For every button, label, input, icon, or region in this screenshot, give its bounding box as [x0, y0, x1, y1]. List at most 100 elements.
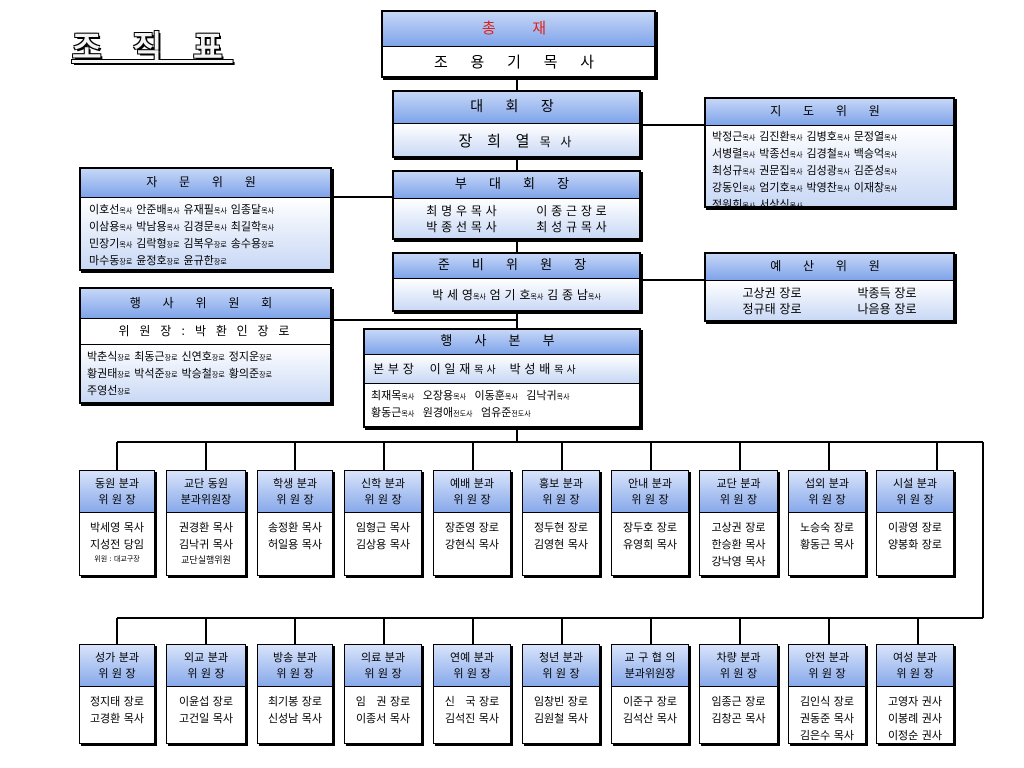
advisory-member: 이삼용 [89, 220, 120, 233]
event-committee-member-title: 장로 [117, 371, 131, 379]
event-hq-staff-title: 목사 [556, 393, 570, 401]
event-hq-staff-title: 목사 [504, 393, 518, 401]
advisory-member: 김경문 [183, 220, 214, 233]
subcommittee-role: 위 원 장 [808, 667, 846, 680]
event-committee-label: 행 사 위 원 회 [81, 289, 330, 319]
prep-committee-body: 박 세 영목사 엄 기 호목사 김 종 남목사 [394, 279, 639, 310]
vice-chairman-label: 부 대 회 장 [394, 172, 639, 199]
subcommittee-member: 양봉화 장로 [887, 538, 943, 551]
budget-member: 고상권 장로 [742, 286, 802, 300]
guidance-member-title: 목사 [884, 185, 898, 193]
event-committee-member: 황의준 [228, 367, 260, 380]
subcommittee-member: 임종근 장로 [711, 695, 766, 708]
event-hq-staff-title: 목사 [401, 393, 415, 401]
subcommittee-member: 권동준 목사 [799, 712, 855, 725]
advisory-member-title: 목사 [166, 207, 180, 215]
event-committee-member: 박석준 [134, 367, 165, 380]
advisory-member: 윤정호 [136, 254, 167, 267]
guidance-member: 박정근 [712, 130, 743, 143]
subcommittee-role: 위 원 장 [542, 493, 580, 506]
advisory-member: 송수용 [230, 237, 262, 250]
event-hq-staff-name: 오장용 [422, 389, 454, 402]
subcommittee-title: 방송 분과 [273, 651, 317, 664]
subcommittee-member: 송정환 목사 [267, 521, 323, 534]
advisory-member-title: 목사 [213, 207, 227, 215]
advisory-member-title: 장로 [166, 241, 180, 249]
subcommittee-member: 이종서 목사 [355, 712, 411, 725]
subcommittee-member: 정두현 장로 [533, 521, 589, 534]
chairman-box: 대 회 장 장 희 열 목 사 [392, 90, 641, 158]
president-label: 총 재 [383, 12, 654, 47]
subcommittee-title: 교 구 협 의 [624, 651, 676, 664]
prep-committee-box: 준 비 위 원 장 박 세 영목사 엄 기 호목사 김 종 남목사 [392, 252, 641, 312]
guidance-member-title: 목사 [884, 134, 898, 142]
subcommittee-title: 안전 분과 [805, 651, 849, 664]
subcommittee-title: 예배 분과 [450, 477, 494, 490]
subcommittee-role: 위 원 장 [808, 493, 846, 506]
subcommittee-title: 교단 분과 [716, 477, 761, 490]
vice-chairman-member: 이 종 근 장 로 [536, 204, 607, 218]
guidance-member: 정원희 [712, 198, 743, 208]
event-hq-head-label: 본 부 장 [373, 362, 414, 376]
subcommittee-member: 강낙영 목사 [711, 555, 766, 568]
guidance-member: 이재창 [853, 181, 885, 194]
chairman-name: 장 희 열 [458, 132, 535, 150]
event-hq-staff-name: 원경애 [422, 406, 454, 419]
subcommittee-role: 분과위원장 [624, 667, 676, 680]
subcommittee-role: 위 원 장 [719, 493, 758, 506]
subcommittee-title: 교단 동원 [184, 477, 228, 490]
guidance-member: 김진환 [759, 130, 790, 143]
subcommittee-member: 유영희 목사 [622, 538, 678, 551]
guidance-member-title: 목사 [742, 185, 756, 193]
advisory-member: 김락형 [136, 237, 167, 250]
advisory-member: 최길학 [230, 220, 262, 233]
subcommittee-role: 위 원 장 [364, 493, 402, 506]
subcommittee-member: 김영현 목사 [533, 538, 589, 551]
subcommittee-member: 최기봉 장로 [267, 695, 323, 708]
advisory-member: 이호선 [89, 203, 120, 216]
subcommittee-member: 이준구 장로 [622, 695, 678, 708]
advisory-member-title: 장로 [261, 241, 275, 249]
budget-committee-label: 예 산 위 원 [706, 254, 953, 281]
subcommittee-role: 위 원 장 [276, 493, 314, 506]
budget-member: 정규태 장로 [742, 302, 802, 316]
guidance-member: 강동인 [712, 181, 743, 194]
guidance-member-title: 목사 [836, 151, 850, 159]
subcommittee-role: 위 원 장 [896, 667, 934, 680]
prep-committee-label: 준 비 위 원 장 [394, 254, 639, 279]
subcommittee-member: 이광영 장로 [887, 521, 943, 534]
guidance-member: 박종선 [759, 147, 790, 160]
subcommittee-title: 성가 분과 [95, 651, 139, 664]
subcommittee-title: 연예 분과 [450, 651, 494, 664]
event-committee-member-title: 장로 [117, 354, 131, 362]
event-hq-staff-name: 김낙귀 [526, 389, 557, 402]
event-hq-staff-name: 최재목 [371, 389, 402, 402]
event-hq-staff: 최재목목사 오장용목사 이동훈목사 김낙귀목사 황동근목사 원경애전도사 엄유준… [365, 384, 639, 426]
subcommittee-member: 이봉례 권사 [887, 712, 943, 725]
subcommittee-member: 김석산 목사 [622, 712, 678, 725]
advisory-committee-label: 자 문 위 원 [81, 169, 330, 198]
subcommittee-role: 위 원 장 [631, 493, 669, 506]
event-hq-staff-name: 엄유준 [480, 406, 512, 419]
subcommittee-member: 신성남 목사 [267, 712, 323, 725]
subcommittee-role: 위 원 장 [719, 667, 758, 680]
subcommittee-member: 김석진 목사 [444, 712, 500, 725]
subcommittee-member: 김은수 목사 [799, 729, 855, 742]
guidance-member: 서상식 [759, 198, 790, 208]
subcommittee-title: 홍보 분과 [539, 477, 583, 490]
subcommittee-title: 청년 분과 [539, 651, 583, 664]
prep-member-title: 목사 [530, 293, 544, 301]
guidance-member: 문정열 [853, 130, 885, 143]
event-hq-staff-title: 전도사 [453, 410, 473, 418]
